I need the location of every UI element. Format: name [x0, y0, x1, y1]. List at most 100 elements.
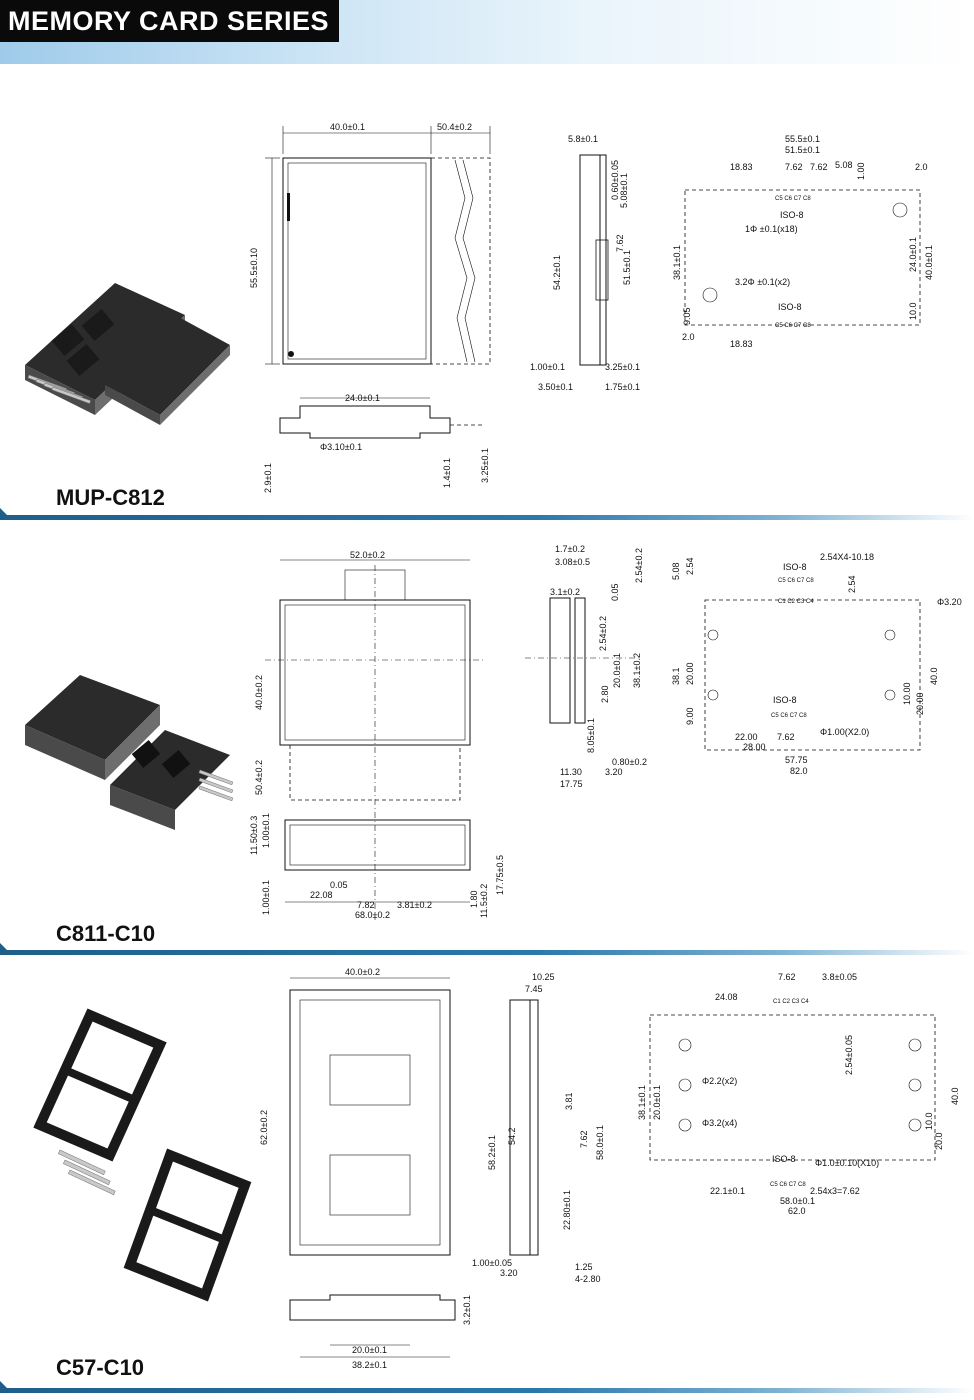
dim-height: 55.5±0.10: [249, 248, 259, 288]
dim-w2: 38.2±0.1: [352, 1360, 387, 1370]
dim-side-v5: 8.05±0.1: [586, 718, 596, 753]
dim-w1: 22.00: [735, 732, 758, 742]
iso: ISO-8: [772, 1154, 796, 1164]
dim-front-w: 68.0±0.2: [355, 910, 390, 920]
dim-v3: 20.0±0.1: [652, 1085, 662, 1120]
dim-side-t1: 10.25: [532, 972, 555, 982]
dim-side-v6: 22.80±0.1: [562, 1190, 572, 1230]
side-view-mup-c812: 5.8±0.1 0.60±0.05 5.08±0.1 7.62 54.2±0.1…: [530, 134, 640, 392]
dim-front-f: 11.5±0.2: [479, 884, 489, 918]
dim-v3: 9.00: [685, 707, 695, 725]
front-view-mup-c812: 24.0±0.1 Φ3.10±0.1 2.9±0.1 1.4±0.1 3.25±…: [263, 393, 490, 493]
hole-small: Φ1.00(X2.0): [820, 727, 869, 737]
product-photo-c811-c10: [25, 675, 234, 830]
section-divider: [0, 950, 974, 955]
dim-width: 40.0±0.2: [345, 967, 380, 977]
dim-side-v4: 7.62: [579, 1130, 589, 1148]
dim-front-b: 22.08: [310, 890, 333, 900]
dim-pcb-w2: 51.5±0.1: [785, 145, 820, 155]
dim-front-h1: 11.50±0.3: [249, 816, 259, 855]
dim-side-t2: 3.08±0.5: [555, 557, 590, 567]
model-label: MUP-C812: [56, 485, 165, 510]
dim-side-v3: 3.81: [564, 1092, 574, 1110]
dim-pcb-w1: 55.5±0.1: [785, 134, 820, 144]
dim-c: 2.54: [847, 575, 857, 593]
dim-side-b3: 1.25: [575, 1262, 593, 1272]
dim-v6: 40.0: [929, 667, 939, 685]
dim-side-t3: 3.1±0.2: [550, 587, 580, 597]
side-view-c811-c10: 1.7±0.2 3.08±0.5 3.1±0.2 2.54±0.2 0.05 2…: [525, 544, 647, 789]
dim-side-v2: 20.0±0.1: [612, 653, 622, 688]
hole-a: Φ2.2(x2): [702, 1076, 737, 1086]
product-photo-c57-c10: [33, 1008, 252, 1302]
dim-front-width: 24.0±0.1: [345, 393, 380, 403]
dim-side-len: 54.2±0.1: [552, 255, 562, 290]
section-c811-c10: 52.0±0.2 40.0±0.2 50.4±0.2 11.50±0.3 1.0…: [0, 525, 974, 955]
dim-v1: 38.1: [671, 667, 681, 685]
dim-side-b1: 1.00±0.05: [472, 1258, 512, 1268]
dim-front-h2: 1.4±0.1: [442, 458, 452, 488]
pcb-view-c57-c10: 7.62 3.8±0.05 24.08 C1 C2 C3 C4 2.54±0.0…: [637, 972, 960, 1216]
iso-top: ISO-8: [780, 210, 804, 220]
hole-big: 3.2Φ ±0.1(x2): [735, 277, 790, 287]
dim-b: 2.54: [685, 557, 695, 575]
dim-front-g: 17.75±0.5: [495, 855, 505, 895]
product-photo-mup-c812: [25, 283, 230, 425]
dim-a: 7.62: [778, 972, 796, 982]
contacts-b: C1 C2 C3 C4: [778, 599, 814, 605]
dim-pcb-p3: 5.08: [835, 160, 853, 170]
iso-bottom: ISO-8: [778, 302, 802, 312]
dim-v1: 2.54±0.05: [844, 1035, 854, 1075]
dim-front-h3: 3.25±0.1: [480, 448, 490, 483]
section-mup-c812: 40.0±0.1 50.4±0.2 55.5±0.10 24.0±0.1 Φ3.…: [0, 0, 974, 525]
contacts-top: C1 C2 C3 C4: [773, 999, 809, 1005]
dim-side-d2: 5.08±0.1: [619, 173, 629, 208]
dim-b: 3.8±0.05: [822, 972, 857, 982]
contacts-a: C5 C6 C7 C8: [778, 578, 814, 584]
dim-front-e: 1.80: [469, 890, 479, 908]
page-title: MEMORY CARD SERIES: [0, 0, 340, 42]
dim-pcb-h4: 9.05: [682, 307, 692, 325]
dim-pcb-h3: 40.0±0.1: [924, 245, 934, 280]
dim-pcb-b1: 2.0: [682, 332, 695, 342]
dim-ext: 50.4±0.2: [437, 122, 472, 132]
dim-side-b4: 4-2.80: [575, 1274, 601, 1284]
dim-pcb-h2: 24.0±0.1: [908, 237, 918, 272]
pcb-view-c811-c10: ISO-8 2.54X4-10.18 C5 C6 C7 C8 C1 C2 C3 …: [671, 552, 962, 776]
pitch: 2.54X4-10.18: [820, 552, 874, 562]
dim-v2: 38.1±0.1: [637, 1085, 647, 1120]
top-view-mup-c812: 40.0±0.1 50.4±0.2 55.5±0.10: [249, 122, 491, 365]
dim-front-hole: Φ3.10±0.1: [320, 442, 362, 452]
divider-notch: [0, 943, 7, 950]
dim-v4: 10.00: [902, 682, 912, 705]
contacts-bottom: C5 C6 C7 C8: [775, 323, 811, 329]
dim-width: 40.0±0.1: [330, 122, 365, 132]
dim-v5: 20.00: [915, 692, 925, 715]
dim-front-a: 0.05: [330, 880, 348, 890]
dim-side-b3: 17.75: [560, 779, 583, 789]
divider-notch: [0, 508, 7, 515]
dim-side-d3: 7.62: [615, 234, 625, 252]
dim-side-t5: 0.05: [610, 583, 620, 601]
dim-side-len2: 51.5±0.1: [622, 250, 632, 285]
dim-side-b2: 3.20: [500, 1268, 518, 1278]
dim-pcb-p1: 7.62: [785, 162, 803, 172]
front-view-c57-c10: 20.0±0.1 38.2±0.1 3.2±0.1: [289, 1294, 472, 1370]
top-view-c811-c10: 52.0±0.2 40.0±0.2 50.4±0.2: [254, 550, 485, 920]
dim-side-b2: 3.25±0.1: [605, 362, 640, 372]
dim-w5: 82.0: [790, 766, 808, 776]
dim-w2: 2.54x3=7.62: [810, 1186, 860, 1196]
dim-v6: 40.0: [950, 1087, 960, 1105]
dim-w3: 28.00: [743, 742, 766, 752]
dim-w4: 57.75: [785, 755, 808, 765]
dim-w4: 62.0: [788, 1206, 806, 1216]
front-view-c811-c10: 11.50±0.3 1.00±0.1 1.00±0.1 0.05 22.08 7…: [249, 813, 505, 920]
section-divider: [0, 1388, 974, 1393]
top-view-c57-c10: 40.0±0.2 62.0±0.2: [259, 967, 451, 1256]
section-divider: [0, 515, 974, 520]
dim-side-v3: 38.1±0.2: [632, 653, 642, 688]
dim-v2: 20.00: [685, 662, 695, 685]
divider-notch: [0, 1381, 7, 1388]
dim-side-v1: 58.2±0.1: [487, 1135, 497, 1170]
dim-height: 62.0±0.2: [259, 1110, 269, 1145]
